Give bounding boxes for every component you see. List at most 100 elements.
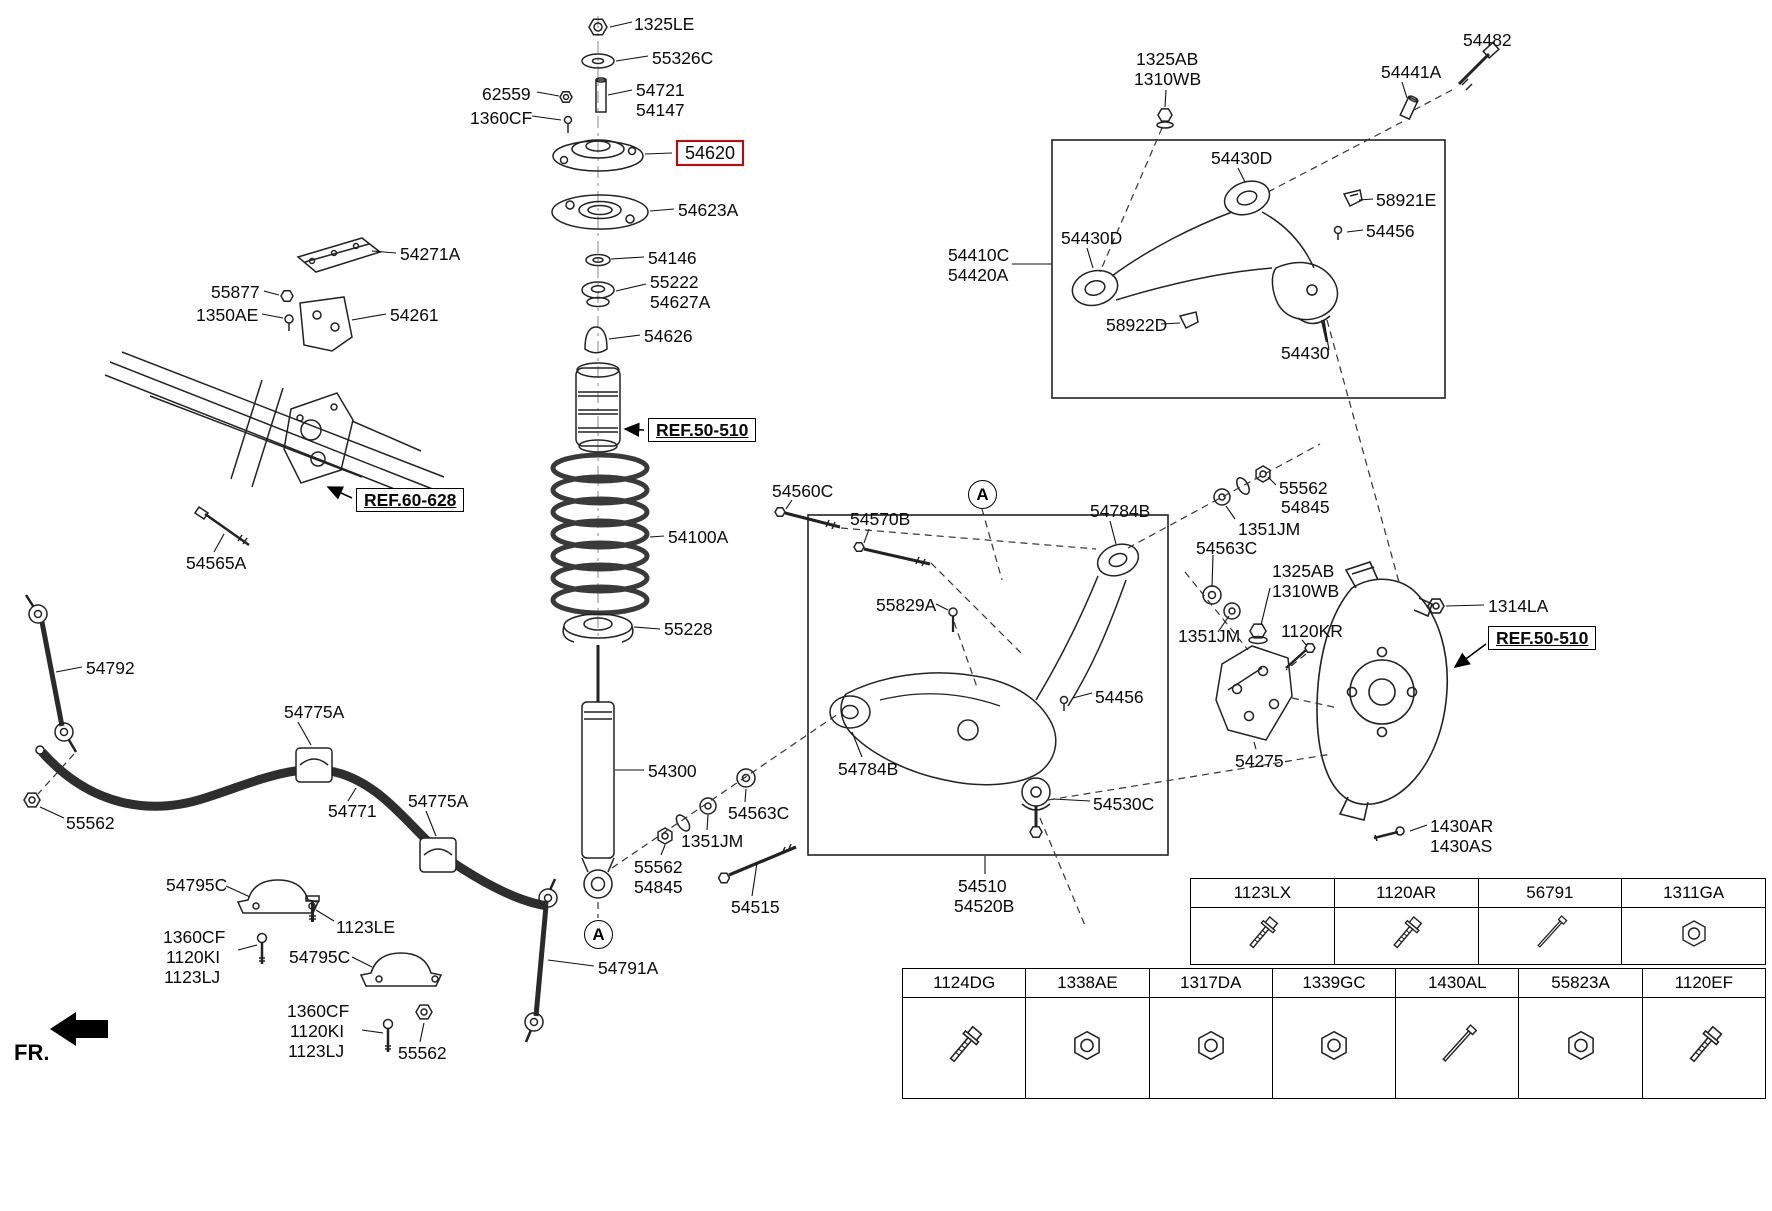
part-label-54147[interactable]: 54147 <box>636 100 685 120</box>
part-label-54795C-1[interactable]: 54795C <box>166 875 228 895</box>
part-label-54771[interactable]: 54771 <box>328 801 377 821</box>
part-label-54845-1[interactable]: 54845 <box>1281 497 1330 517</box>
part-label-54515[interactable]: 54515 <box>731 897 780 917</box>
part-label-1325AB-2[interactable]: 1325AB <box>1136 49 1199 69</box>
part-label-55877[interactable]: 55877 <box>211 282 260 302</box>
shock-absorber-art <box>581 645 615 899</box>
part-label-1120KR[interactable]: 1120KR <box>1281 621 1343 641</box>
part-label-58921E[interactable]: 58921E <box>1376 190 1437 210</box>
part-label-54784B-1[interactable]: 54784B <box>1090 501 1151 521</box>
fastener-table-bottom: 1124DG 1338AE 1317DA 1339GC 1430AL 55823… <box>901 968 1767 1099</box>
part-label-1120KI-1[interactable]: 1120KI <box>166 947 221 967</box>
part-label-54563C-2[interactable]: 54563C <box>728 803 790 823</box>
part-label-54620-highlighted[interactable]: 54620 <box>676 140 745 166</box>
ref-link-50-510-right[interactable]: REF.50-510 <box>1488 626 1597 650</box>
part-label-54261[interactable]: 54261 <box>390 305 439 325</box>
part-label-54275[interactable]: 54275 <box>1235 751 1284 771</box>
part-label-54791A[interactable]: 54791A <box>598 958 659 978</box>
part-label-1120KI-2[interactable]: 1120KI <box>290 1021 345 1041</box>
part-label-54420A[interactable]: 54420A <box>948 265 1009 285</box>
part-label-1123LJ-2[interactable]: 1123LJ <box>288 1041 345 1061</box>
part-label-1350AE[interactable]: 1350AE <box>196 305 259 325</box>
part-label-54721[interactable]: 54721 <box>636 80 685 100</box>
part-label-1351JM-1[interactable]: 1351JM <box>1238 519 1301 539</box>
part-label-54784B-2[interactable]: 54784B <box>838 759 899 779</box>
part-label-55562-1[interactable]: 55562 <box>66 813 115 833</box>
fastener-icon-cell <box>1641 997 1767 1099</box>
part-label-55562-4[interactable]: 55562 <box>634 857 683 877</box>
part-label-1123LE[interactable]: 1123LE <box>336 917 396 937</box>
part-label-58922D[interactable]: 58922D <box>1106 315 1168 335</box>
part-label-55228[interactable]: 55228 <box>664 619 713 639</box>
part-label-54430D-2[interactable]: 54430D <box>1061 228 1123 248</box>
part-label-1325LE[interactable]: 1325LE <box>634 14 695 34</box>
part-label-55562-2[interactable]: 55562 <box>398 1043 447 1063</box>
part-label-1314LA[interactable]: 1314LA <box>1488 596 1549 616</box>
part-label-54520B[interactable]: 54520B <box>954 896 1015 916</box>
fastener-table-top: 1123LX 1120AR 56791 1311GA <box>1190 878 1766 965</box>
fastener-part-1339GC[interactable]: 1339GC <box>1271 968 1397 998</box>
part-label-54441A[interactable]: 54441A <box>1381 62 1442 82</box>
part-label-54845-2[interactable]: 54845 <box>634 877 683 897</box>
part-label-1123LJ-1[interactable]: 1123LJ <box>164 967 221 987</box>
part-label-54570B[interactable]: 54570B <box>850 509 911 529</box>
fastener-part-1124DG[interactable]: 1124DG <box>901 968 1027 998</box>
part-label-54563C-1[interactable]: 54563C <box>1196 538 1258 558</box>
part-label-55829A[interactable]: 55829A <box>876 595 937 615</box>
upper-arm-box-art <box>1051 139 1446 399</box>
part-label-54530C[interactable]: 54530C <box>1093 794 1155 814</box>
part-label-54271A[interactable]: 54271A <box>400 244 461 264</box>
fastener-part-1120AR[interactable]: 1120AR <box>1333 878 1479 908</box>
nut-icon <box>1321 1030 1347 1060</box>
part-label-54792[interactable]: 54792 <box>86 658 135 678</box>
part-label-54795C-2[interactable]: 54795C <box>289 947 351 967</box>
part-label-54775A-1[interactable]: 54775A <box>284 702 345 722</box>
screw-icon <box>1537 914 1568 948</box>
part-label-1351JM-2[interactable]: 1351JM <box>1178 626 1241 646</box>
ref-link-50-510-center[interactable]: REF.50-510 <box>648 418 757 442</box>
fastener-icon-cell <box>1518 997 1643 1099</box>
part-label-54456-1[interactable]: 54456 <box>1095 687 1144 707</box>
fastener-part-55823A[interactable]: 55823A <box>1518 968 1643 998</box>
part-label-54482[interactable]: 54482 <box>1463 30 1512 50</box>
part-label-55562-3[interactable]: 55562 <box>1279 478 1328 498</box>
fastener-part-1120EF[interactable]: 1120EF <box>1641 968 1767 998</box>
part-label-1310WB-1[interactable]: 1310WB <box>1272 581 1340 601</box>
part-label-54626[interactable]: 54626 <box>644 326 693 346</box>
fastener-part-1338AE[interactable]: 1338AE <box>1025 968 1150 998</box>
part-label-54430[interactable]: 54430 <box>1281 343 1330 363</box>
front-direction-label: FR. <box>14 1040 50 1065</box>
part-label-54627A[interactable]: 54627A <box>650 292 711 312</box>
part-label-55222[interactable]: 55222 <box>650 272 699 292</box>
part-label-1360CF-1[interactable]: 1360CF <box>470 108 533 128</box>
part-label-1360CF-3[interactable]: 1360CF <box>287 1001 350 1021</box>
part-label-1351JM-3[interactable]: 1351JM <box>681 831 744 851</box>
part-label-1430AR[interactable]: 1430AR <box>1430 816 1494 836</box>
part-label-54456-2[interactable]: 54456 <box>1366 221 1415 241</box>
part-label-54560C[interactable]: 54560C <box>772 481 834 501</box>
fastener-part-1123LX[interactable]: 1123LX <box>1190 878 1335 908</box>
fastener-part-56791[interactable]: 56791 <box>1477 878 1623 908</box>
fastener-part-1317DA[interactable]: 1317DA <box>1148 968 1273 998</box>
part-label-1360CF-2[interactable]: 1360CF <box>163 927 226 947</box>
part-label-54430D-1[interactable]: 54430D <box>1211 148 1273 168</box>
part-label-1325AB-1[interactable]: 1325AB <box>1272 561 1335 581</box>
part-label-54100A[interactable]: 54100A <box>668 527 729 547</box>
fastener-part-1430AL[interactable]: 1430AL <box>1395 968 1520 998</box>
lower-arm-bolts-art <box>657 506 931 884</box>
part-label-54565A[interactable]: 54565A <box>186 553 247 573</box>
fastener-part-1311GA[interactable]: 1311GA <box>1621 878 1766 908</box>
part-label-1430AS[interactable]: 1430AS <box>1430 836 1493 856</box>
strut-mount-art <box>551 18 649 354</box>
part-label-1310WB-2[interactable]: 1310WB <box>1134 69 1202 89</box>
part-label-54410C[interactable]: 54410C <box>948 245 1010 265</box>
part-label-62559[interactable]: 62559 <box>482 84 531 104</box>
part-label-54146[interactable]: 54146 <box>648 248 697 268</box>
bolt-icon <box>1689 1025 1723 1062</box>
part-label-54775A-2[interactable]: 54775A <box>408 791 469 811</box>
part-label-54510[interactable]: 54510 <box>958 876 1007 896</box>
part-label-54623A[interactable]: 54623A <box>678 200 739 220</box>
part-label-55326C[interactable]: 55326C <box>652 48 714 68</box>
part-label-54300[interactable]: 54300 <box>648 761 697 781</box>
ref-link-60-628[interactable]: REF.60-628 <box>356 488 465 512</box>
